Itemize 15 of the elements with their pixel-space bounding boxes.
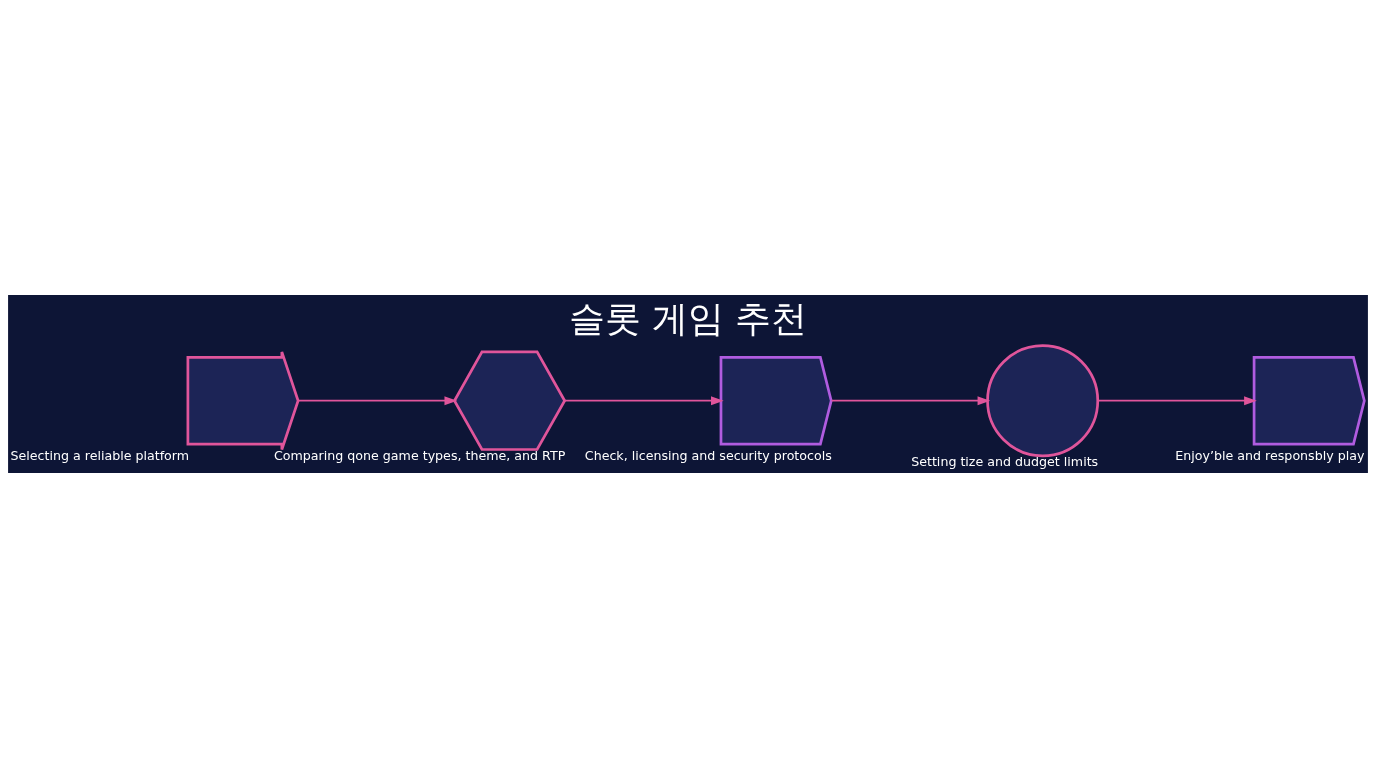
node-chevron [719,356,833,446]
arrow [297,396,458,406]
arrow [1097,396,1257,406]
diagram-title: 슬롯 게임 추천 [568,297,808,341]
node-chevron [1252,356,1366,446]
arrow [564,396,724,406]
node-label: Selecting a reliable platform [10,447,190,463]
arrow [830,396,991,406]
node-circle [986,344,1100,458]
node-label: Check, licensing and security protocols [584,447,832,463]
node-hexagon [452,350,567,451]
node-label: Setting tize and dudget limits [911,453,1099,469]
node-label: Comparing qone game types, theme, and RTP [274,447,566,463]
node-arrow [186,350,300,451]
node-label: Enjoy’ble and responsbly play [1175,447,1365,463]
